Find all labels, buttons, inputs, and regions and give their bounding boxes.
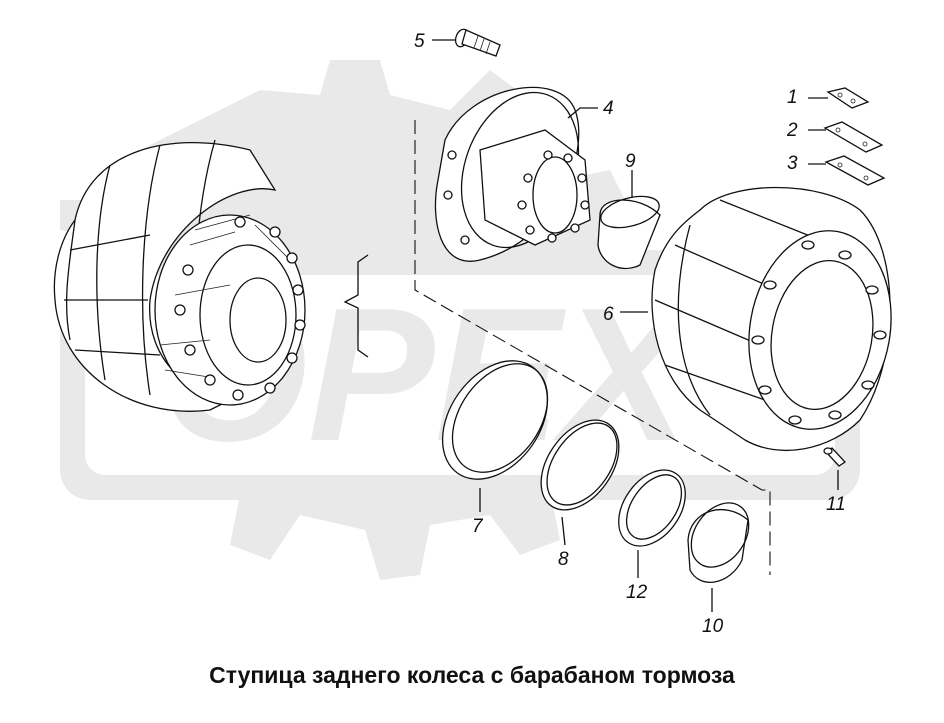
callout-10: 10 bbox=[702, 616, 724, 637]
callout-9: 9 bbox=[625, 151, 636, 172]
callout-3: 3 bbox=[787, 153, 798, 174]
diagram-caption: Ступица заднего колеса с барабаном тормо… bbox=[209, 662, 735, 688]
assembled-hub-drum bbox=[53, 139, 306, 412]
part-bearing-cup-10 bbox=[687, 502, 750, 583]
assembly-bracket bbox=[343, 254, 369, 358]
callout-1: 1 bbox=[787, 87, 798, 108]
part-ring-8 bbox=[540, 419, 620, 511]
assembly-outline-dashed bbox=[414, 120, 771, 575]
part-hub-4 bbox=[434, 86, 591, 262]
part-plate-2 bbox=[823, 121, 884, 153]
callout-6: 6 bbox=[603, 304, 614, 325]
callout-12: 12 bbox=[626, 582, 648, 603]
part-bolt-11 bbox=[823, 447, 846, 467]
callout-8: 8 bbox=[558, 549, 569, 570]
callout-7: 7 bbox=[472, 516, 484, 537]
part-ring-7 bbox=[441, 360, 549, 480]
part-plate-3 bbox=[824, 155, 886, 186]
callout-5: 5 bbox=[414, 31, 425, 52]
callout-2: 2 bbox=[786, 120, 798, 141]
callout-11: 11 bbox=[826, 494, 846, 515]
part-stud-5 bbox=[454, 28, 501, 57]
part-bearing-cup-9 bbox=[597, 195, 661, 270]
part-seal-12 bbox=[618, 469, 686, 547]
callout-4: 4 bbox=[603, 98, 614, 119]
part-drum-6 bbox=[651, 186, 892, 452]
part-plate-1 bbox=[826, 87, 870, 109]
leader-lines bbox=[432, 39, 839, 612]
